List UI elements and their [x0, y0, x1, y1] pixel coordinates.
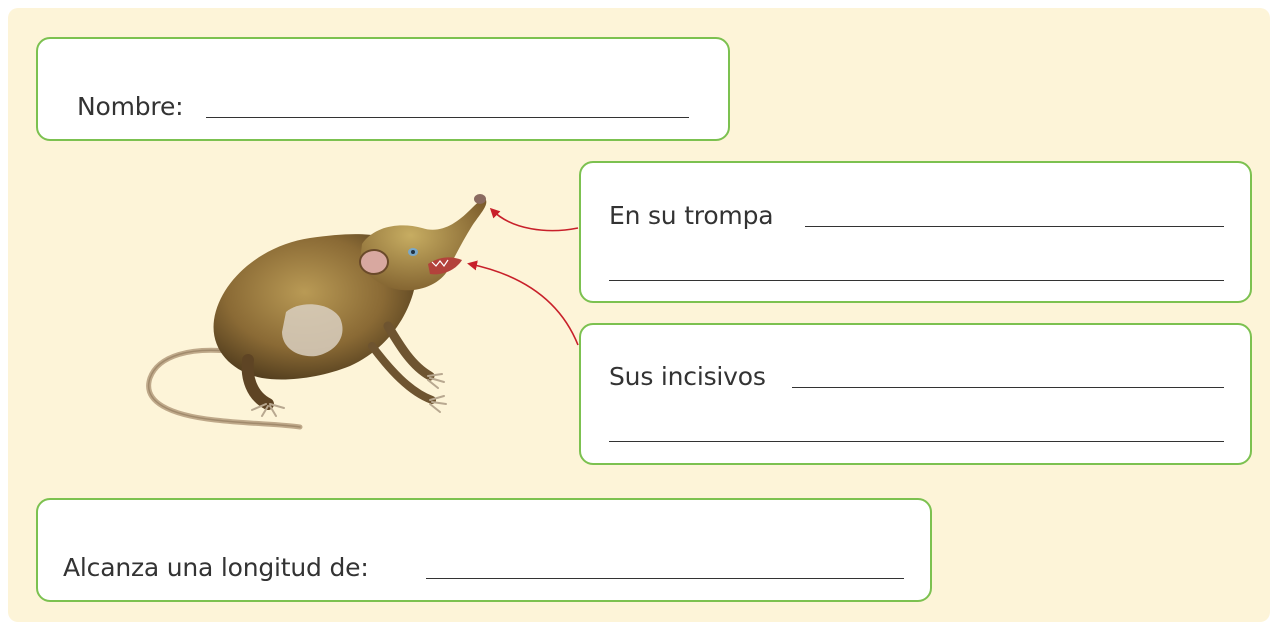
snout-label: En su trompa [609, 201, 774, 230]
incisors-answer-line-1[interactable] [792, 387, 1224, 388]
snout-answer-line-1[interactable] [805, 226, 1224, 227]
name-answer-line[interactable] [206, 117, 689, 118]
incisors-answer-line-2[interactable] [609, 441, 1224, 442]
name-card [36, 37, 730, 141]
length-label: Alcanza una longitud de: [63, 553, 369, 582]
length-answer-line[interactable] [426, 578, 904, 579]
length-card [36, 498, 932, 602]
name-label: Nombre: [77, 92, 184, 121]
snout-arrow [489, 207, 579, 232]
shrew-illustration [146, 194, 487, 430]
incisors-arrow [467, 260, 579, 346]
snout-answer-line-2[interactable] [609, 280, 1224, 281]
incisors-label: Sus incisivos [609, 362, 766, 391]
snout-card [579, 161, 1252, 303]
